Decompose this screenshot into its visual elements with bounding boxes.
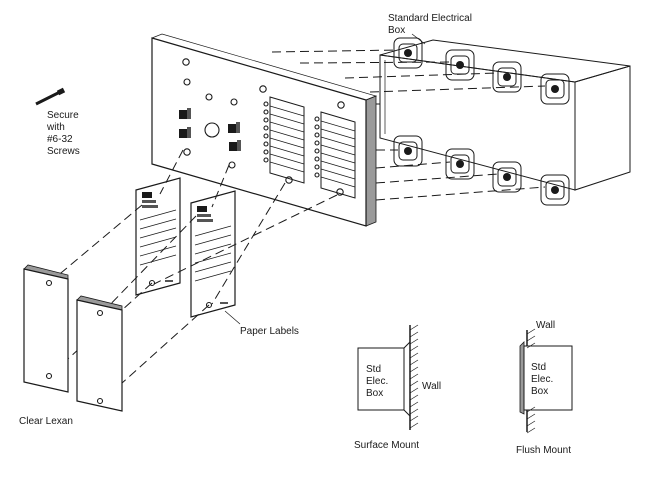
surface-box-label-line1: Std [366, 364, 381, 375]
flush-box-label-line2: Elec. [531, 374, 553, 385]
paper-label-left [135, 177, 181, 296]
box-leader-line [411, 33, 426, 45]
box-mounting-ears-top [393, 37, 570, 105]
flush-box-label-line1: Std [531, 362, 546, 373]
lexan-cover-right [76, 295, 123, 412]
secure-label-line3: #6-32 [47, 134, 73, 145]
flush-box-label-line3: Box [531, 386, 548, 397]
rocker-switch [179, 127, 191, 138]
screw-icon [35, 87, 66, 106]
paper-label-right [190, 190, 236, 318]
paper-labels-text: Paper Labels [240, 326, 299, 337]
secure-label-line2: with [46, 122, 65, 133]
secure-label-line1: Secure [47, 110, 79, 121]
clear-lexan-text: Clear Lexan [19, 416, 73, 427]
paper-labels-leader [224, 310, 241, 325]
surface-box-label-line2: Elec. [366, 376, 388, 387]
surface-box-label-line3: Box [366, 388, 383, 399]
flush-wall-label: Wall [536, 320, 555, 331]
secure-label-line4: Screws [47, 146, 80, 157]
alignment-lines-plate-to-box [271, 49, 546, 201]
rocker-switch [179, 108, 191, 119]
surface-mount-title: Surface Mount [354, 440, 419, 451]
box-mounting-ears-bottom [393, 135, 570, 206]
rocker-switch [228, 122, 240, 133]
lexan-cover-left [23, 264, 69, 393]
plate-label-frame-right [314, 111, 356, 199]
wall-plate [151, 33, 378, 227]
surface-mount-detail [357, 324, 419, 430]
standard-box-label-line1: Standard Electrical [388, 13, 472, 24]
standard-box-label-line2: Box [388, 25, 405, 36]
flush-mount-title: Flush Mount [516, 445, 571, 456]
surface-wall-label: Wall [422, 381, 441, 392]
plate-label-frame-left [263, 96, 305, 184]
flush-mount-detail [519, 328, 573, 434]
rocker-switch [229, 140, 241, 151]
